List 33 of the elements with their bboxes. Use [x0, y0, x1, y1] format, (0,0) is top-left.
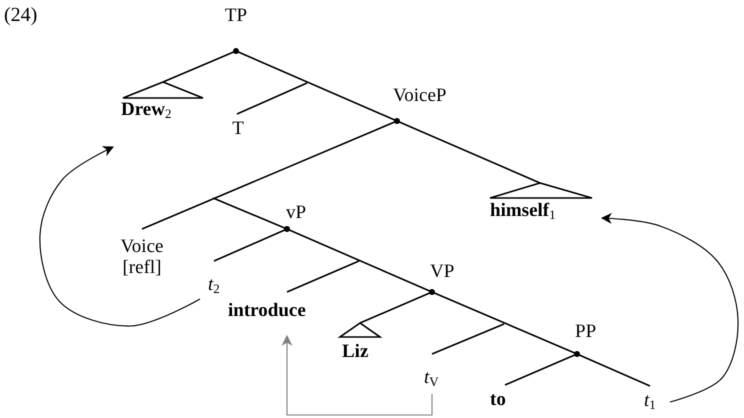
node-label: t$_{1}$ [644, 391, 656, 412]
node-label: VP [430, 262, 454, 283]
tree-branch [212, 197, 288, 230]
node-label: PP [575, 322, 596, 343]
example-number: (24) [4, 4, 38, 26]
node-label: vP [286, 203, 306, 224]
tree-branch [576, 353, 650, 387]
node-label: Drew$_{2}$ [121, 100, 172, 121]
node-label: Liz [342, 342, 368, 363]
node-label: TP [224, 6, 248, 27]
node-label: to [490, 390, 506, 411]
movement-arrow [600, 212, 739, 403]
tree-branch [162, 50, 236, 83]
tree-branch [360, 291, 432, 324]
tree-branch [236, 82, 308, 115]
node-label: introduce [228, 301, 306, 322]
node-label: himself$_{1}$ [490, 201, 556, 222]
node-label: VoiceP [393, 86, 446, 107]
tree-branch [142, 120, 398, 230]
node-label: T [231, 119, 245, 140]
tree-branch [214, 228, 288, 262]
node-label: t$_{2}$ [208, 275, 220, 296]
tree-branch [396, 120, 540, 184]
tree-branch [236, 50, 398, 122]
tree-branch [432, 291, 578, 355]
tree-branch [432, 323, 504, 355]
tree-branch [286, 228, 432, 293]
tree-branch [286, 260, 360, 293]
movement-arrow [39, 146, 200, 327]
node-label: Voice [refl] [120, 237, 164, 279]
movement-arrow [282, 334, 433, 416]
node-label: t$_{V}$ [424, 368, 439, 389]
tree-branch [504, 353, 578, 386]
